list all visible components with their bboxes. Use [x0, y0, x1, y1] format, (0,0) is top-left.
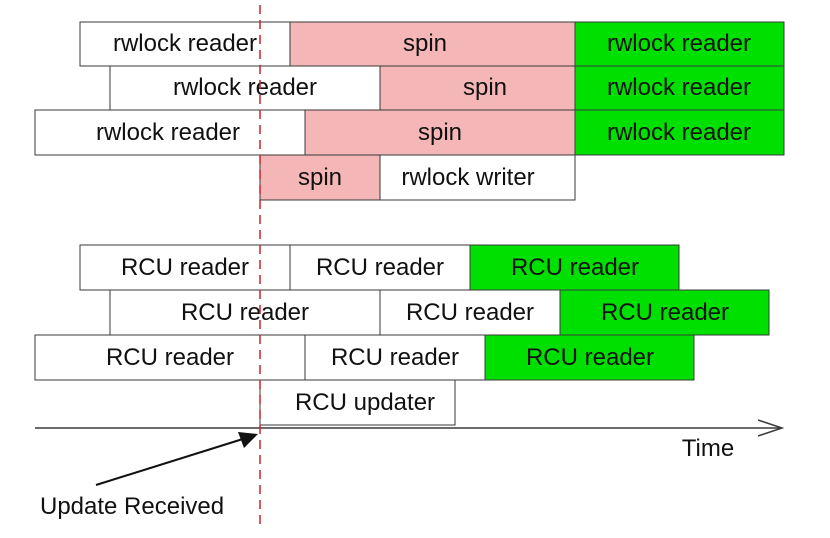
- rcu-row3-reader3-label: RCU reader: [526, 344, 654, 371]
- rcu-row3-reader2-label: RCU reader: [331, 344, 459, 371]
- rwlock-row1-reader-after-box: [574, 21, 785, 67]
- rcu-updater-label: RCU updater: [295, 389, 435, 416]
- rcu-row1-reader3-box: [469, 244, 680, 291]
- update-pointer-arrow: [95, 437, 247, 486]
- rwlock-writer-spin-box: [259, 154, 381, 201]
- rwlock-row1-reader-after-label: rwlock reader: [607, 30, 751, 57]
- rcu-row2-reader2-box: [379, 289, 561, 336]
- time-axis: Time: [35, 419, 785, 462]
- rwlock-row3-reader-label: rwlock reader: [96, 119, 240, 146]
- rwlock-row1-reader-box: [79, 21, 291, 67]
- rcu-row2-reader3-label: RCU reader: [601, 299, 729, 326]
- time-axis-label: Time: [682, 435, 734, 462]
- rwlock-row1-reader-label: rwlock reader: [113, 30, 257, 57]
- rcu-row1-reader1-label: RCU reader: [121, 254, 249, 281]
- rwlock-row3-spin-box: [304, 109, 576, 156]
- rwlock-writer-spin-label: spin: [298, 164, 342, 191]
- rcu-row1-reader3-label: RCU reader: [511, 254, 639, 281]
- time-axis-arrowhead: [757, 419, 785, 437]
- rwlock-row3-spin-label: spin: [418, 119, 462, 146]
- rcu-updater-box: [259, 379, 456, 426]
- rcu-row3-reader1-label: RCU reader: [106, 344, 234, 371]
- rwlock-row2-reader-after-label: rwlock reader: [607, 74, 751, 101]
- rwlock-writer-label: rwlock writer: [401, 164, 534, 191]
- rwlock-row1-spin-box: [289, 21, 576, 67]
- update-received-label: Update Received: [40, 493, 224, 520]
- rcu-row2-reader3-box: [559, 289, 770, 336]
- rcu-row2-reader1-label: RCU reader: [181, 299, 309, 326]
- rcu-row3-reader3-box: [484, 334, 695, 381]
- update-pointer-arrowhead: [238, 432, 258, 448]
- rwlock-row3-reader-after-box: [574, 109, 785, 156]
- rwlock-row3-reader-after-label: rwlock reader: [607, 119, 751, 146]
- rwlock-row2-reader-label: rwlock reader: [173, 74, 317, 101]
- update-marker: Update Received: [40, 5, 261, 528]
- rwlock-row2-reader-after-box: [574, 65, 785, 111]
- rcu-row1-reader2-label: RCU reader: [316, 254, 444, 281]
- rwlock-row2-spin-label: spin: [463, 74, 507, 101]
- rcu-row1-reader1-box: [79, 244, 291, 291]
- rcu-row2-reader2-label: RCU reader: [406, 299, 534, 326]
- rcu-timeline: RCU reader RCU reader RCU reader RCU rea…: [34, 244, 770, 426]
- rwlock-timeline: rwlock reader spin rwlock reader rwlock …: [34, 21, 785, 201]
- rcu-row3-reader2-box: [304, 334, 486, 381]
- rwlock-row2-reader-box: [109, 65, 381, 111]
- rwlock-writer-box: [379, 154, 576, 201]
- rwlock-row1-spin-label: spin: [403, 30, 447, 57]
